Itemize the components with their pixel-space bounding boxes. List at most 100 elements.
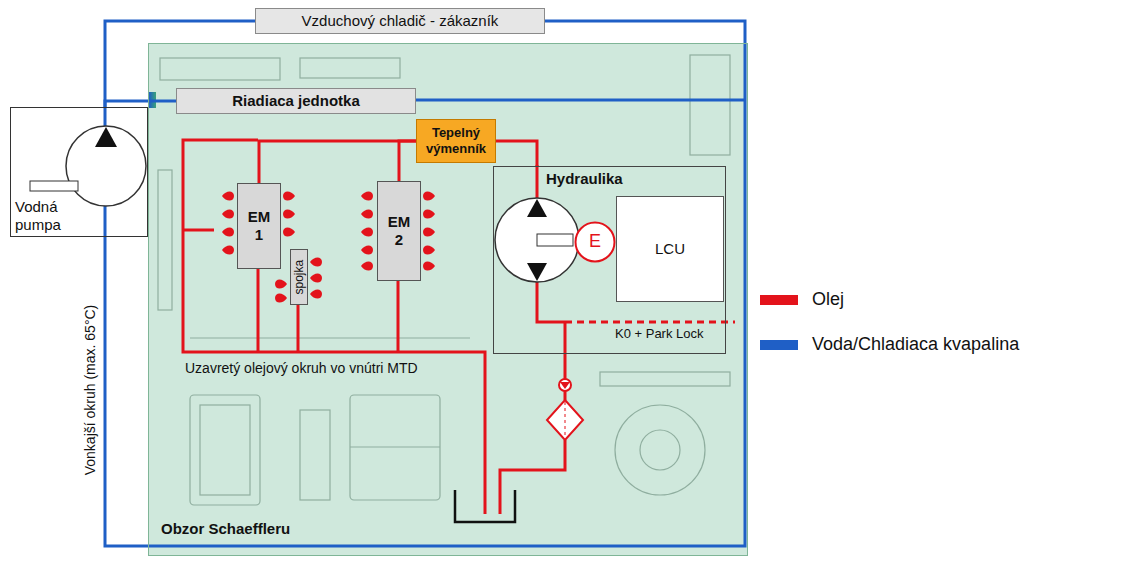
bearing-circle: [615, 405, 705, 495]
oil-line: [399, 141, 416, 181]
motor-box: EM 2: [377, 181, 421, 281]
motor-circle: E: [574, 221, 616, 263]
oil-line-dashed: [565, 321, 735, 324]
oil-drop: [310, 258, 322, 267]
oil-line: [500, 440, 565, 514]
housing-part: [158, 170, 172, 310]
node-label: spojka: [292, 260, 306, 295]
pump-shaft: [537, 234, 573, 246]
motor-box: EM 1: [237, 183, 281, 269]
hydraulic-pump-symbol: [495, 198, 579, 282]
oil-drop: [222, 210, 234, 219]
filter-element: [565, 402, 566, 438]
legend-swatch: [760, 340, 798, 350]
valve-circle: [559, 379, 571, 391]
oil-line: [496, 141, 537, 166]
check-valve-symbol: [559, 379, 571, 391]
node-label: LCU: [655, 240, 685, 258]
pump-arrow: [527, 263, 547, 281]
oil-lines: [183, 140, 735, 514]
oil-drop: [423, 192, 435, 201]
clutch-box: spojka: [290, 249, 308, 305]
transmission-drawing: [158, 55, 730, 505]
pump-arrow: [95, 127, 117, 147]
oil-line: [537, 282, 565, 322]
oil-drop: [283, 192, 295, 201]
filter-symbol: [547, 400, 583, 440]
node-label: Hydraulika: [546, 170, 623, 188]
housing-part: [300, 58, 400, 78]
pump-circle: [66, 126, 146, 206]
oil-drop: [222, 228, 234, 237]
oil-drop: [423, 246, 435, 255]
oil-drop: [361, 228, 373, 237]
coolant-line: [415, 99, 745, 102]
gear-block: [300, 410, 330, 500]
valve-arrow: [560, 382, 570, 389]
legend-swatch: [760, 295, 798, 305]
oil-drop: [310, 290, 322, 299]
pump-circle: [495, 198, 579, 282]
legend-text: Voda/Chladiaca kvapalina: [812, 334, 1019, 355]
pump-box: Vodná pumpa: [10, 107, 148, 237]
oil-drop: [283, 210, 295, 219]
node-label: EM 1: [244, 208, 274, 244]
cooler-box: Vzduchový chladič - zákazník: [255, 8, 545, 34]
oil-line: [564, 322, 567, 379]
heat-exchanger-box: Tepelný výmenník: [416, 119, 496, 163]
motor-outline: [576, 223, 615, 262]
node-label: Vodná pumpa: [15, 198, 77, 234]
housing-region: [148, 43, 748, 556]
oil-drop: [361, 210, 373, 219]
shaft-line: [350, 446, 440, 447]
oil-drop: [361, 192, 373, 201]
oil-line: [183, 140, 485, 514]
oil-drop: [222, 246, 234, 255]
gear-block: [350, 395, 440, 500]
gear-block: [190, 395, 260, 505]
node-label: Tepelný výmenník: [417, 125, 495, 156]
annotation-label: Uzavretý olejový okruh vo vnútri MTD: [185, 360, 418, 376]
filter-diamond: [547, 400, 583, 440]
oil-drop: [423, 262, 435, 271]
oil-line: [536, 165, 539, 198]
shaft-line: [190, 337, 470, 338]
oil-drop: [283, 228, 295, 237]
oil-drop: [310, 274, 322, 283]
housing-part: [160, 58, 280, 80]
pump-arrow: [527, 199, 547, 217]
oil-drop: [275, 294, 287, 303]
water-pump-symbol: [10, 107, 148, 237]
oil-drop: [361, 246, 373, 255]
annotation-label: K0 + Park Lock: [615, 326, 704, 341]
pump-shaft: [30, 181, 78, 191]
node-label: EM 2: [384, 213, 414, 249]
oil-drop: [222, 192, 234, 201]
housing-part: [600, 372, 730, 386]
scope-region: Obzor Schaeffleru Riadiaca jednotkaTepeln…: [148, 43, 748, 556]
node-label: E: [589, 231, 601, 253]
legend-text: Olej: [812, 289, 844, 310]
oil-drop: [423, 210, 435, 219]
housing-part: [690, 55, 730, 155]
oil-line: [183, 229, 214, 232]
oil-line: [259, 141, 416, 183]
oil-sump: [455, 490, 515, 522]
oil-drop: [423, 228, 435, 237]
oil-drop: [275, 280, 287, 289]
hydraulics-box: HydraulikaE LCU: [493, 166, 726, 354]
lcu-box: LCU: [616, 196, 724, 302]
oil-drop: [361, 262, 373, 271]
coolant-line: [105, 21, 745, 546]
control-unit-box: Riadiaca jednotka: [176, 88, 416, 114]
pump-ground: [10, 107, 148, 237]
bearing-circle: [640, 430, 680, 470]
node-label: Vzduchový chladič - zákazník: [302, 12, 499, 30]
annotation-label: Vonkajší okruh (max. 65°C): [82, 305, 98, 476]
node-label: Obzor Schaeffleru: [161, 520, 290, 538]
gear-block: [200, 405, 250, 495]
